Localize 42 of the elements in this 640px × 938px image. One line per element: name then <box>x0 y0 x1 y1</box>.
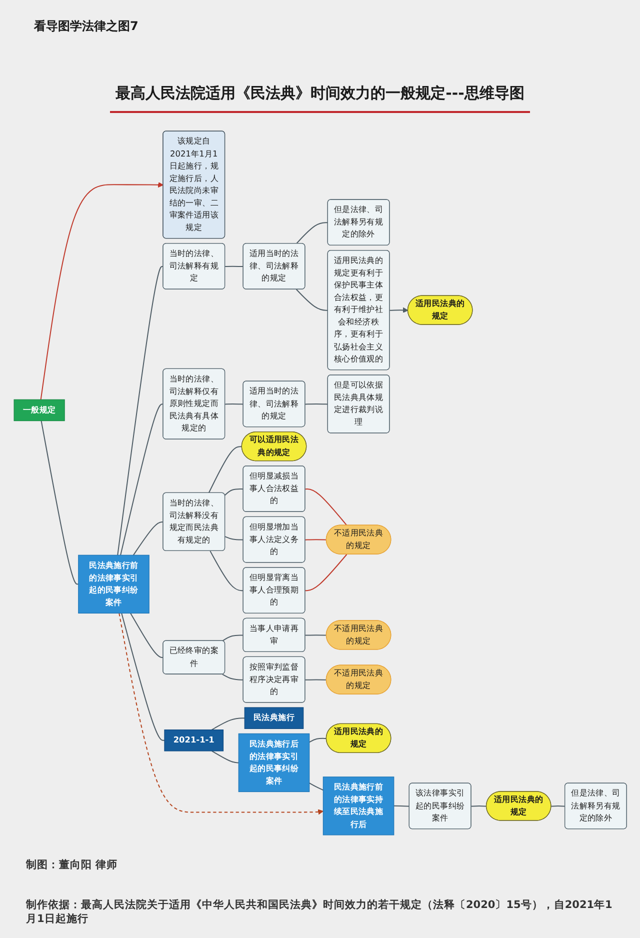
connector <box>296 222 328 244</box>
connector <box>470 806 486 807</box>
arrow <box>40 182 164 400</box>
arrow <box>389 307 408 313</box>
series-label: 看导图学法律之图7 <box>34 18 138 35</box>
connector <box>304 404 328 405</box>
connector <box>296 289 328 311</box>
node-box: 民法典施行前的法律事实引起的民事纠纷案件 <box>78 554 150 614</box>
connector <box>304 554 347 592</box>
arrow <box>118 613 324 815</box>
source-note: 制作依据：最高人民法院关于适用《中华人民共和国民法典》时间效力的若干规定（法释〔2020〕15号），自2021年1月1日起施行 <box>26 898 614 926</box>
connector <box>130 612 163 658</box>
connector <box>304 539 326 540</box>
connector <box>224 404 244 405</box>
connector <box>40 420 78 585</box>
connector <box>116 266 164 556</box>
node-box: 一般规定 <box>13 399 64 422</box>
connector <box>211 718 244 730</box>
connector <box>120 404 163 556</box>
connector <box>308 782 324 791</box>
node-box: 民法典施行后的法律事实引起的民事纠纷案件 <box>238 733 310 792</box>
connector <box>304 679 326 680</box>
connector <box>304 488 347 526</box>
connector <box>120 613 164 741</box>
connector <box>222 674 244 680</box>
connector <box>222 634 244 642</box>
connector <box>132 521 163 556</box>
connector <box>224 266 244 268</box>
connector <box>208 446 242 494</box>
connector <box>304 634 326 636</box>
node-box: 民法典施行前的法律事实持续至民法典施行后 <box>322 776 394 836</box>
connector <box>224 536 244 540</box>
connector <box>224 488 244 496</box>
connector <box>308 738 326 743</box>
connector <box>209 550 244 592</box>
connector <box>211 750 238 764</box>
connector <box>550 806 565 807</box>
diagram-title: 最高人民法院适用《民法典》时间效力的一般规定---思维导图 <box>110 84 530 113</box>
credit-note: 制图：董向阳 律师 <box>26 858 119 872</box>
node-box: 2021-1-1 <box>164 730 224 752</box>
node-box: 民法典施行 <box>244 707 304 729</box>
connector <box>394 805 410 807</box>
